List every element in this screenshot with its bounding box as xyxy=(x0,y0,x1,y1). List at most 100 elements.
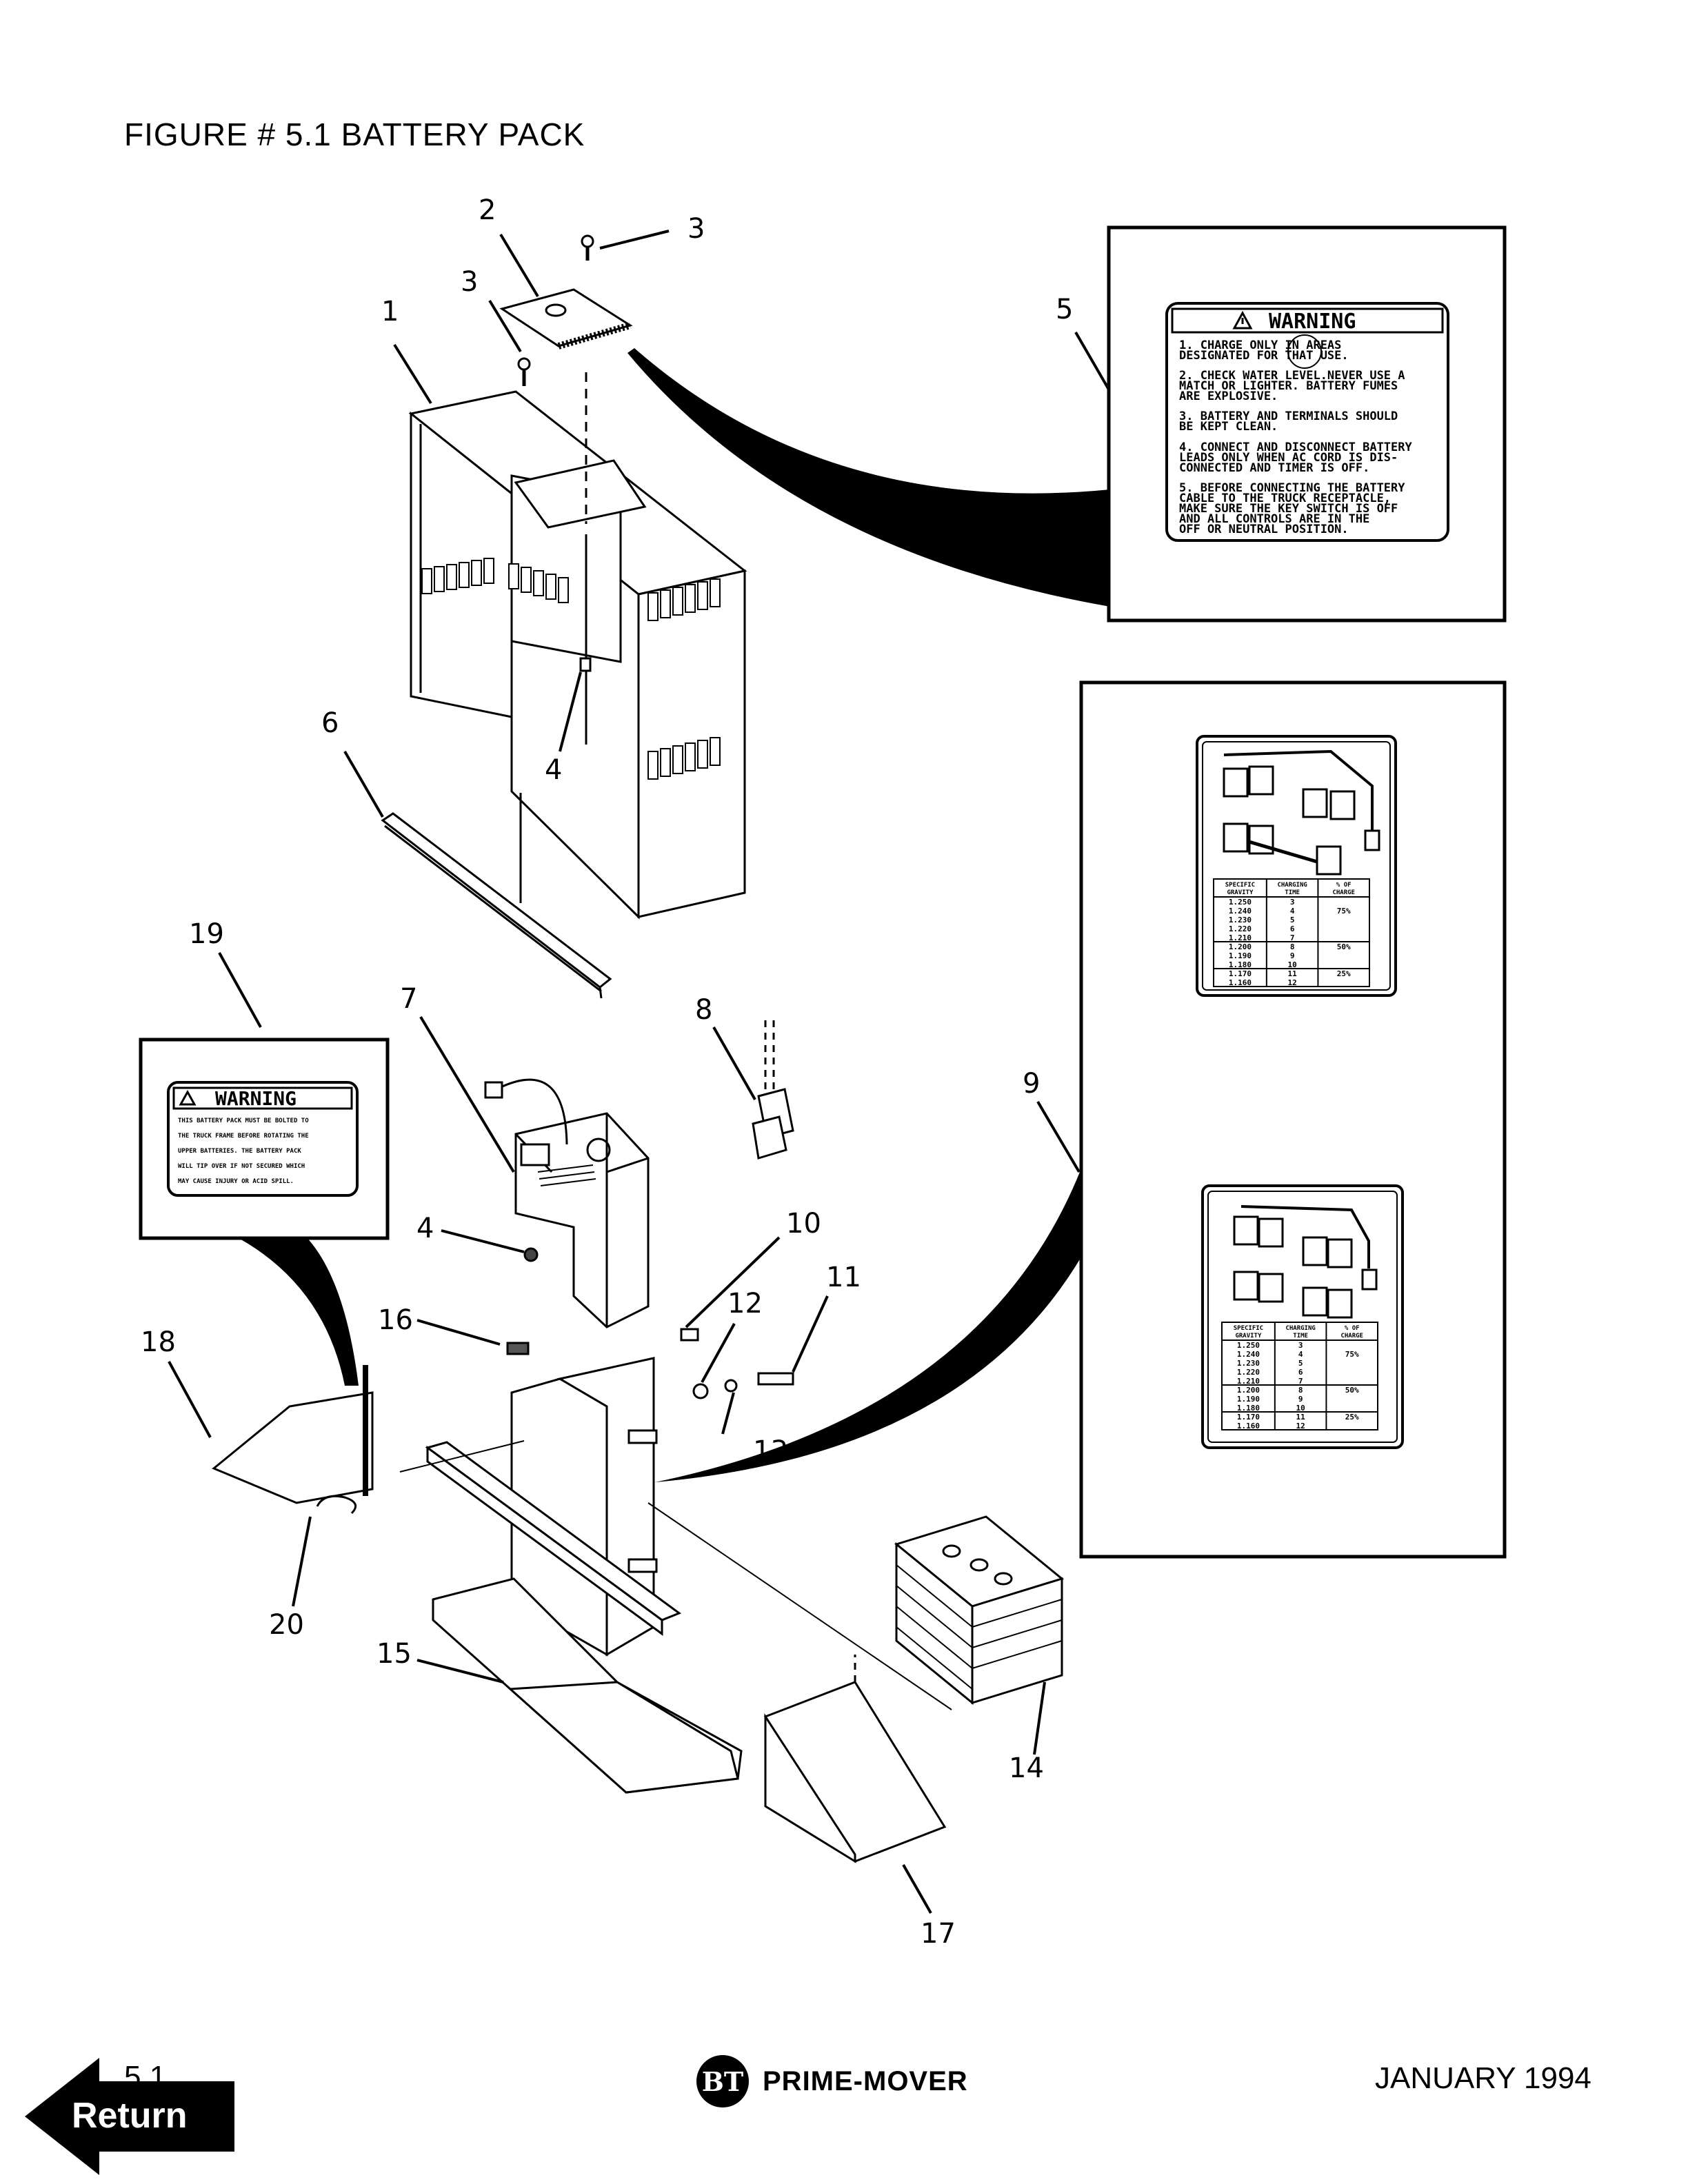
tip-warning-line-5: MAY CAUSE INJURY OR ACID SPILL. xyxy=(178,1178,294,1185)
charge-table-top-header: GRAVITY xyxy=(1227,889,1254,896)
tip-warning-box: WARNING THIS BATTERY PACK MUST BE BOLTED… xyxy=(139,1038,390,1240)
callout-12: 12 xyxy=(727,1288,763,1320)
callout-18: 18 xyxy=(141,1326,176,1358)
brand: BT PRIME-MOVER xyxy=(695,2050,968,2112)
charge-table-top-cell: 1.250 xyxy=(1229,898,1252,907)
charge-table-top-cell: 1.160 xyxy=(1229,978,1252,987)
battery-connector xyxy=(752,1020,794,1160)
charge-table-bottom-cell: 50% xyxy=(1345,1386,1359,1395)
tip-warning-line-1: THIS BATTERY PACK MUST BE BOLTED TO xyxy=(178,1118,309,1124)
charge-table-bottom-cell: 5 xyxy=(1298,1359,1303,1368)
publication-date: JANUARY 1994 xyxy=(1375,2061,1591,2095)
charge-table-top-header: CHARGING xyxy=(1277,882,1307,889)
charge-table-top-cell: 1.200 xyxy=(1229,942,1252,951)
charge-table-top-cell: 75% xyxy=(1337,907,1351,916)
warning-line-12: CABLE TO THE TRUCK RECEPTACLE, xyxy=(1179,492,1391,505)
warning-line-10: CONNECTED AND TIMER IS OFF. xyxy=(1179,461,1369,475)
warning-line-1: 1. CHARGE ONLY IN AREAS xyxy=(1179,338,1341,352)
charge-table-top-cell: 1.230 xyxy=(1229,916,1252,924)
callout-19: 19 xyxy=(189,918,224,950)
tip-warning-heading: WARNING xyxy=(215,1087,297,1110)
warning-label-box: WARNING 1. CHARGE ONLY IN AREAS DESIGNAT… xyxy=(1107,225,1507,623)
charge-table-top-cell: 1.180 xyxy=(1229,960,1252,969)
charge-table-bottom-cell: 11 xyxy=(1296,1413,1306,1422)
charge-table-top-cell: 12 xyxy=(1288,978,1297,987)
charge-table-bottom-header: CHARGE xyxy=(1340,1333,1363,1339)
charge-table-top-cell: 11 xyxy=(1288,969,1298,978)
callout-8: 8 xyxy=(695,994,712,1026)
battery-block xyxy=(894,1515,1065,1706)
return-arrow-icon xyxy=(25,2058,234,2175)
charge-table-bottom-cell: 3 xyxy=(1298,1341,1303,1350)
charge-table-top-cell: 8 xyxy=(1290,942,1295,951)
charge-table-bottom-cell: 4 xyxy=(1298,1350,1303,1359)
charge-table-top-cell: 5 xyxy=(1290,916,1295,924)
warning-line-5: ARE EXPLOSIVE. xyxy=(1179,390,1278,403)
tip-warning-line-4: WILL TIP OVER IF NOT SECURED WHICH xyxy=(178,1163,305,1170)
charge-table-top-cell: 1.190 xyxy=(1229,951,1252,960)
charge-table-bottom-header: % OF xyxy=(1345,1325,1360,1332)
warning-line-11: 5. BEFORE CONNECTING THE BATTERY xyxy=(1179,481,1405,495)
charge-table-top-cell: 50% xyxy=(1337,942,1351,951)
charge-table-bottom-cell: 1.160 xyxy=(1237,1422,1260,1430)
charge-table-bottom-cell: 1.210 xyxy=(1237,1377,1260,1386)
charge-table-bottom-cell: 1.230 xyxy=(1237,1359,1260,1368)
tip-warning-line-3: UPPER BATTERIES. THE BATTERY PACK xyxy=(178,1148,301,1155)
warning-line-6: 3. BATTERY AND TERMINALS SHOULD xyxy=(1179,410,1398,423)
charge-table-bottom-cell: 8 xyxy=(1298,1386,1303,1395)
charge-table-top-cell: 1.170 xyxy=(1229,969,1252,978)
warning-line-15: OFF OR NEUTRAL POSITION. xyxy=(1179,523,1349,536)
callout-11: 11 xyxy=(826,1262,861,1293)
callout-4: 4 xyxy=(545,754,562,786)
warning-line-7: BE KEPT CLEAN. xyxy=(1179,420,1278,434)
charge-table-bottom-header: SPECIFIC xyxy=(1234,1325,1263,1332)
charge-table-bottom-cell: 25% xyxy=(1345,1413,1359,1422)
charger-unit xyxy=(484,1078,650,1328)
warning-heading: WARNING xyxy=(1269,310,1356,334)
charge-table-top-cell: 4 xyxy=(1290,907,1295,916)
charge-table-bottom-frame xyxy=(1221,1322,1378,1430)
mounting-bracket xyxy=(212,1365,374,1515)
charge-table-top-cell: 25% xyxy=(1337,969,1351,978)
warning-line-8: 4. CONNECT AND DISCONNECT BATTERY xyxy=(1179,441,1413,454)
charge-table-top-cell: 6 xyxy=(1290,924,1295,933)
channel-rail xyxy=(381,812,612,999)
charge-table-bottom-cell: 9 xyxy=(1298,1395,1303,1404)
callout-7: 7 xyxy=(400,983,417,1015)
charge-table-top-header: SPECIFIC xyxy=(1225,882,1255,889)
leader-arrows xyxy=(168,230,1110,1914)
charge-table-bottom-cell: 1.180 xyxy=(1237,1404,1260,1413)
callout-20: 20 xyxy=(269,1609,304,1641)
warning-line-9: LEADS ONLY WHEN AC CORD IS DIS- xyxy=(1179,451,1398,465)
warning-line-13: MAKE SURE THE KEY SWITCH IS OFF xyxy=(1179,502,1398,516)
callout-14: 14 xyxy=(1009,1752,1044,1784)
cap-plate xyxy=(499,234,633,672)
lower-tray xyxy=(763,1655,947,1863)
charge-table-bottom-cell: 1.220 xyxy=(1237,1368,1260,1377)
charge-table-bottom-header: TIME xyxy=(1293,1333,1308,1339)
callout-13: 13 xyxy=(753,1435,788,1467)
callout-17: 17 xyxy=(921,1918,956,1950)
charge-table-bottom-cell: 75% xyxy=(1345,1350,1359,1359)
tip-warning-line-2: THE TRUCK FRAME BEFORE ROTATING THE xyxy=(178,1133,309,1140)
callout-3: 3 xyxy=(461,266,478,298)
fasteners xyxy=(506,1247,794,1399)
charge-table-bottom-cell: 1.190 xyxy=(1237,1395,1260,1404)
charge-table-top-cell: 7 xyxy=(1290,933,1295,942)
charge-table-bottom-cell: 10 xyxy=(1296,1404,1305,1413)
warning-line-2: DESIGNATED FOR THAT USE. xyxy=(1179,349,1349,363)
charge-table-bottom-cell: 6 xyxy=(1298,1368,1303,1377)
warning-line-3: 2. CHECK WATER LEVEL.NEVER USE A xyxy=(1179,369,1405,383)
return-button[interactable]: Return xyxy=(25,2058,239,2175)
charge-table-bottom-cell: 1.200 xyxy=(1237,1386,1260,1395)
bt-logo-icon: BT xyxy=(696,2055,749,2107)
charge-table-bottom-cell: 1.250 xyxy=(1237,1341,1260,1350)
charge-table-top-cell: 1.210 xyxy=(1229,933,1252,942)
return-label: Return xyxy=(72,2096,188,2136)
callout-4-lower: 4 xyxy=(416,1213,434,1244)
